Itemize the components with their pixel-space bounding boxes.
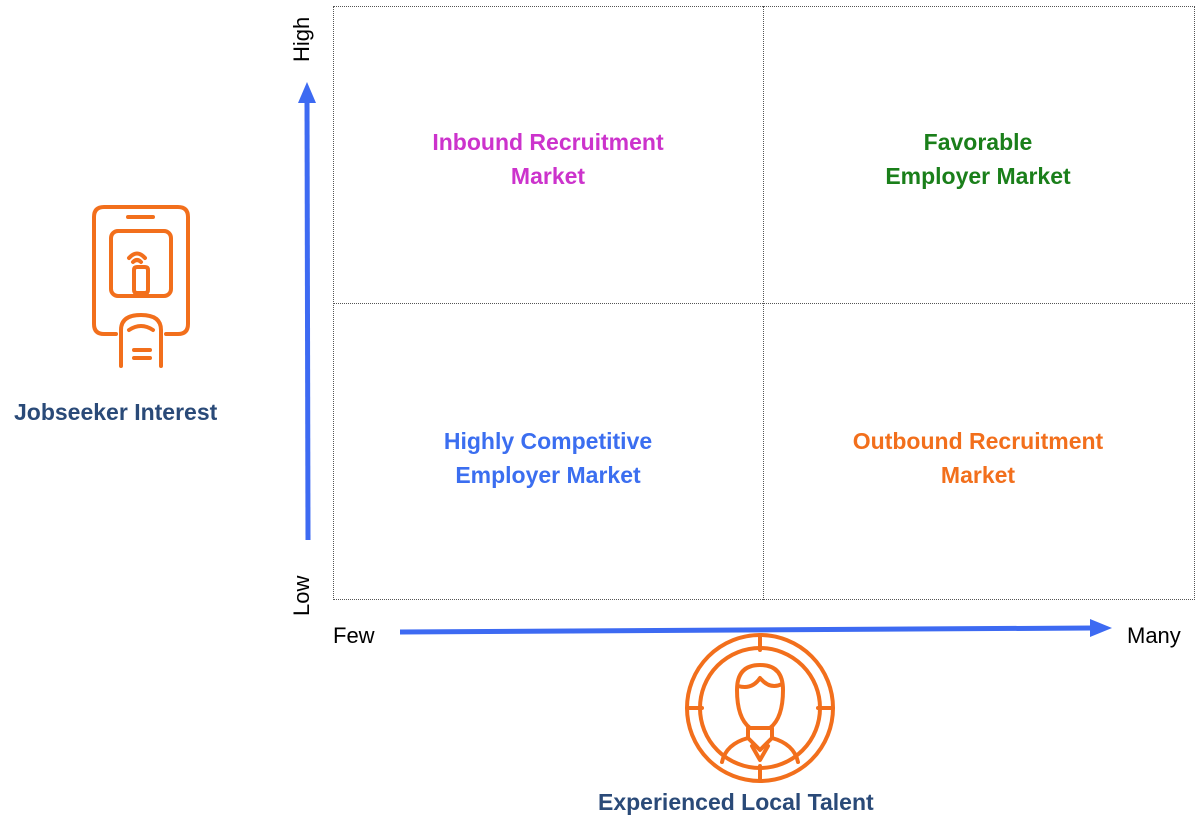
x-axis-arrow [399,619,1112,637]
target-person-icon [685,633,835,783]
phone-tap-icon [92,205,190,368]
horizontal-divider [333,303,1195,304]
x-axis-few-label: Few [333,623,375,648]
y-axis-arrow [298,82,316,541]
quadrant-inbound-recruitment-market: Inbound Recruitment Market [432,129,664,189]
quadrant-outbound-recruitment-market: Outbound Recruitment Market [852,428,1104,488]
y-axis-title: Jobseeker Interest [14,399,218,425]
quadrant-favorable-employer-market: Favorable Employer Market [885,129,1071,189]
x-axis-many-label: Many [1127,623,1181,648]
quadrant-highly-competitive-employer-market: Highly Competitive Employer Market [443,428,653,488]
x-axis-title: Experienced Local Talent [598,789,874,815]
